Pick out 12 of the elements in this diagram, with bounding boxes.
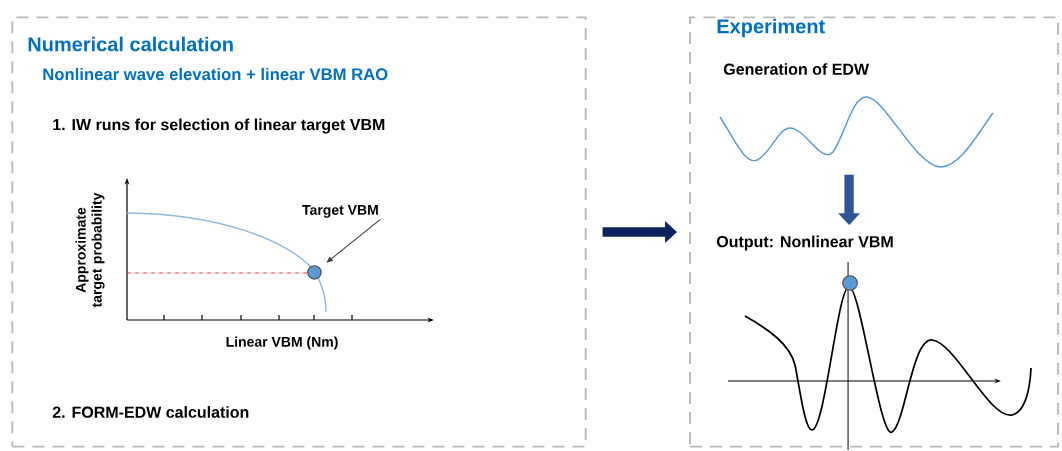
node-label: Output: Nonlinear VBM xyxy=(716,235,893,251)
target-point xyxy=(307,265,322,280)
callout-label: Target VBM xyxy=(302,205,378,218)
panel-heading: Experiment xyxy=(717,18,825,38)
axis-label: Linear VBM (Nm) xyxy=(226,336,338,350)
panel-heading: Numerical calculation xyxy=(28,36,233,52)
node-label: Generation of EDW xyxy=(723,63,869,75)
subheading: Nonlinear wave elevation + linear VBM RAO xyxy=(43,67,388,81)
arrow xyxy=(326,218,381,263)
step-text: 1. IW runs for selection of linear target VBM xyxy=(53,118,385,134)
step-text: 2. FORM-EDW calculation xyxy=(52,406,249,418)
axis-label: Approximate target probability xyxy=(75,192,105,308)
